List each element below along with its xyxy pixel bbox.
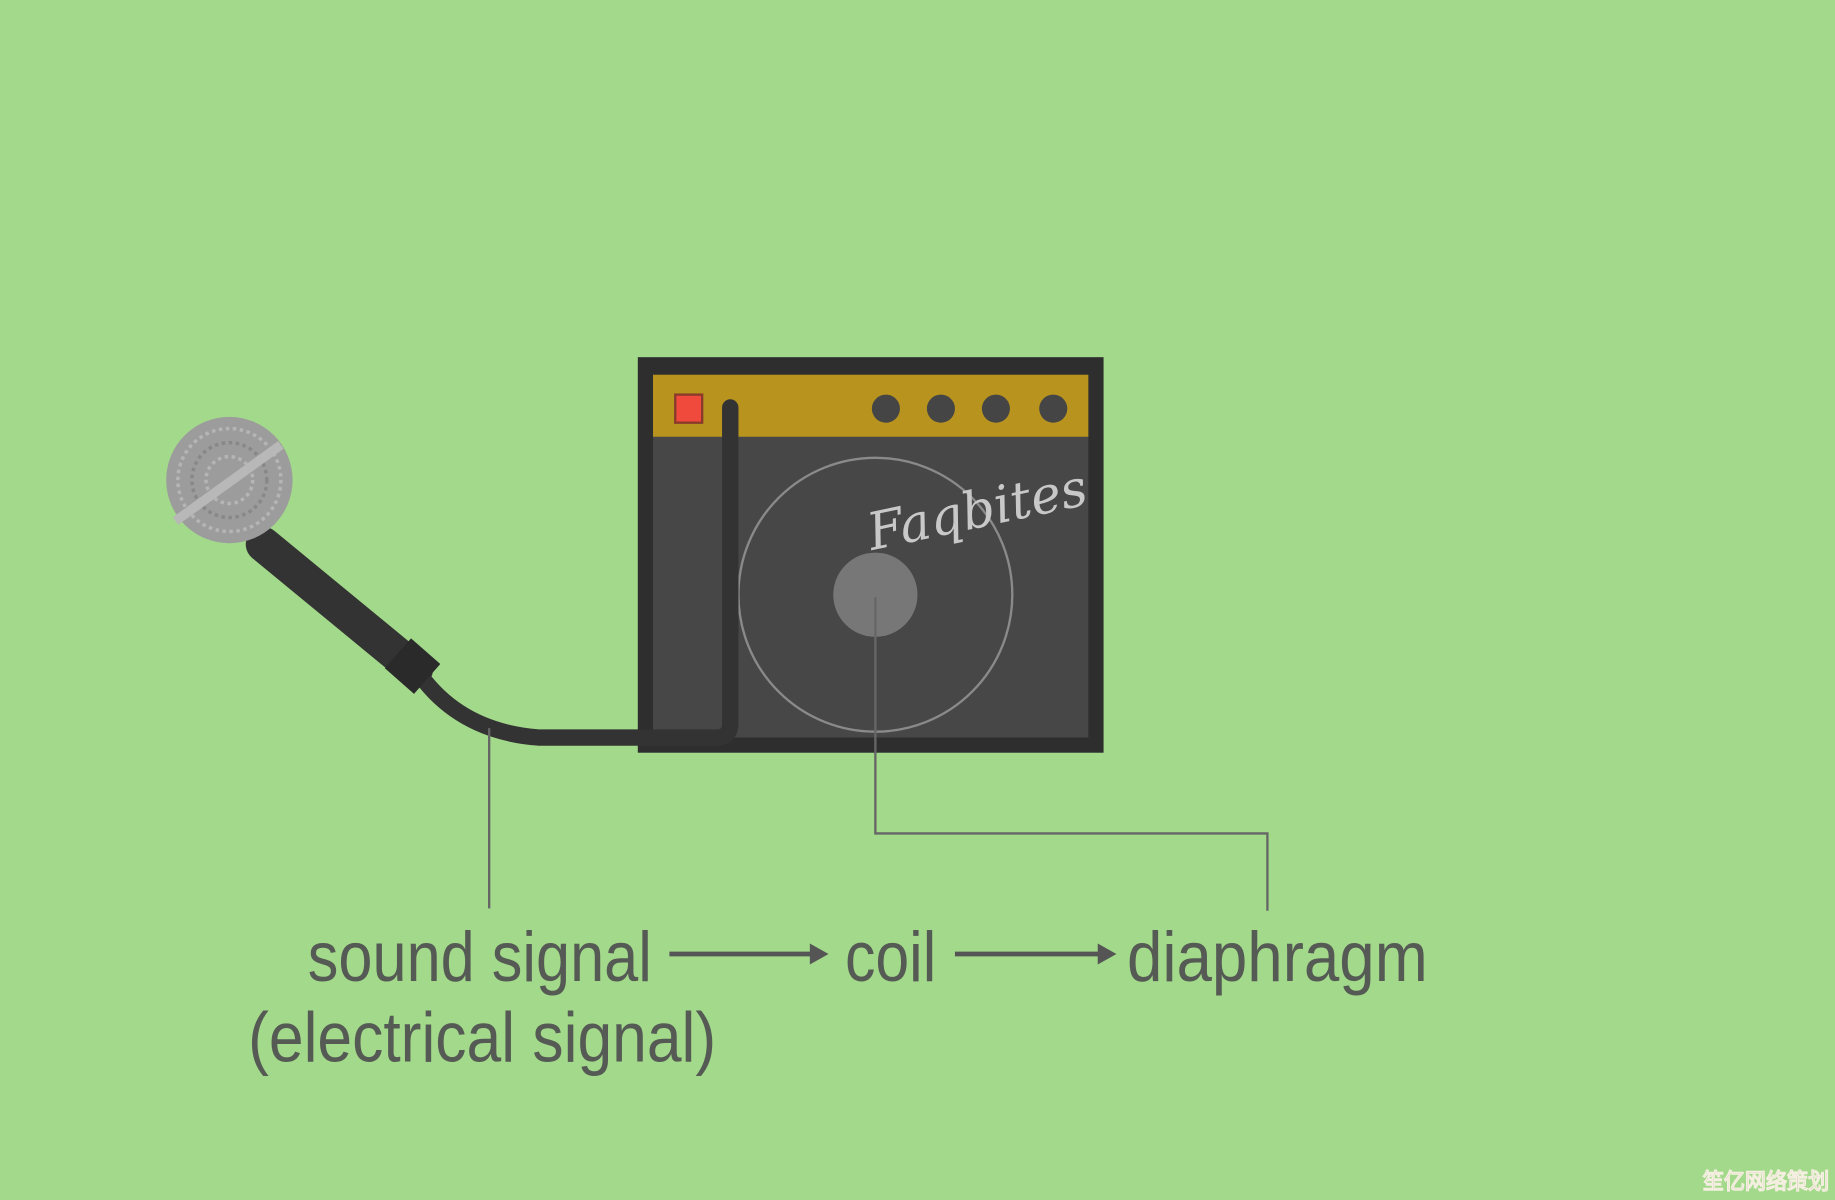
amplifier: Faqbites bbox=[637, 357, 1104, 753]
sound-signal-label: sound signal bbox=[308, 917, 652, 996]
microphone-cable bbox=[413, 399, 739, 746]
corner-watermark: 笙亿网络策划 bbox=[1702, 1168, 1829, 1195]
knob-icon bbox=[926, 394, 955, 423]
knob-icon bbox=[1039, 394, 1068, 423]
speaker-coil bbox=[833, 552, 918, 637]
knob-icon bbox=[871, 394, 900, 423]
electrical-signal-label: (electrical signal) bbox=[248, 998, 716, 1077]
arrow-icon bbox=[669, 943, 829, 965]
power-light-icon bbox=[674, 393, 704, 424]
coil-label: coil bbox=[845, 917, 936, 996]
diaphragm-leader-line bbox=[874, 597, 1269, 911]
diaphragm-label: diaphragm bbox=[1127, 917, 1428, 996]
amp-control-panel bbox=[653, 374, 1089, 437]
knob-icon bbox=[981, 394, 1010, 423]
arrow-icon bbox=[954, 943, 1117, 965]
microphone-icon bbox=[166, 416, 441, 694]
